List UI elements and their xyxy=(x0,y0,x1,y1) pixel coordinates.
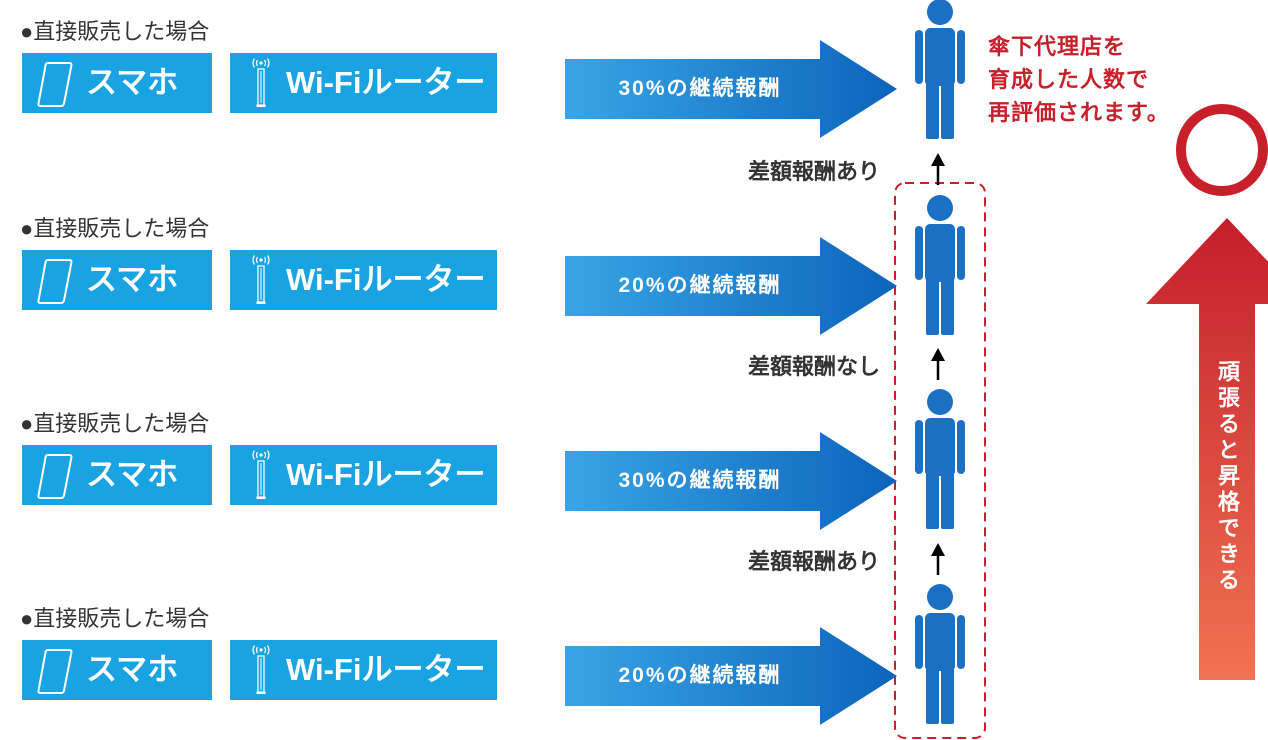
row-heading: ●直接販売した場合 xyxy=(20,606,210,631)
wifi-router-icon xyxy=(252,645,270,694)
row-heading: ●直接販売した場合 xyxy=(20,411,210,436)
up-arrow-icon xyxy=(931,348,945,380)
wifi-router-icon xyxy=(252,450,270,499)
smartphone-label: スマホ xyxy=(86,65,179,100)
person-icon xyxy=(915,389,965,529)
row-heading: ●直接販売した場合 xyxy=(20,19,210,44)
circle-mark-icon xyxy=(1176,104,1268,196)
smartphone-box: スマホ xyxy=(22,250,212,310)
wifi-router-box: Wi-Fiルーター xyxy=(230,445,497,505)
reevaluation-note: 傘下代理店を 育成した人数で 再評価されます。 xyxy=(988,30,1170,129)
wifi-router-icon xyxy=(252,255,270,304)
wifi-router-box: Wi-Fiルーター xyxy=(230,53,497,113)
person-icon xyxy=(915,195,965,335)
promotion-arrow xyxy=(1146,218,1268,680)
up-arrow-icon xyxy=(931,543,945,575)
reward-arrow xyxy=(565,432,897,530)
smartphone-box: スマホ xyxy=(22,640,212,700)
reward-label: 30%の継続報酬 xyxy=(618,469,782,492)
reward-label: 30%の継続報酬 xyxy=(618,77,782,100)
difference-label: 差額報酬あり xyxy=(747,159,880,184)
note-line: 育成した人数で xyxy=(988,67,1150,92)
smartphone-label: スマホ xyxy=(86,457,179,492)
promotion-label: 頑張ると昇格できる xyxy=(1215,360,1240,594)
smartphone-label: スマホ xyxy=(86,262,179,297)
dashed-group-outline xyxy=(894,182,986,739)
reward-arrow xyxy=(565,627,897,725)
note-line: 再評価されます。 xyxy=(988,100,1170,125)
reward-arrow xyxy=(565,237,897,335)
smartphone-label: スマホ xyxy=(86,652,179,687)
sales-row: ●直接販売した場合 スマホ Wi-Fiルーター 30%の継続報酬 xyxy=(0,11,900,151)
person-icon xyxy=(915,584,965,724)
wifi-router-icon xyxy=(252,58,270,107)
sales-row: ●直接販売した場合 スマホ Wi-Fiルーター 20%の継続報酬 xyxy=(0,208,900,348)
row-heading: ●直接販売した場合 xyxy=(20,216,210,241)
smartphone-box: スマホ xyxy=(22,53,212,113)
smartphone-icon xyxy=(37,259,73,304)
sales-row: ●直接販売した場合 スマホ Wi-Fiルーター 30%の継続報酬 xyxy=(0,403,900,543)
difference-label: 差額報酬あり xyxy=(747,549,880,574)
smartphone-icon xyxy=(37,454,73,499)
smartphone-box: スマホ xyxy=(22,445,212,505)
note-line: 傘下代理店を xyxy=(988,34,1127,59)
sales-row: ●直接販売した場合 スマホ Wi-Fiルーター 20%の継続報酬 xyxy=(0,598,900,738)
person-icon xyxy=(915,0,965,139)
reward-label: 20%の継続報酬 xyxy=(618,664,782,687)
wifi-router-box: Wi-Fiルーター xyxy=(230,640,497,700)
wifi-router-label: Wi-Fiルーター xyxy=(286,457,486,492)
reward-label: 20%の継続報酬 xyxy=(618,274,782,297)
up-arrow-icon xyxy=(931,153,945,185)
wifi-router-label: Wi-Fiルーター xyxy=(286,652,486,687)
wifi-router-box: Wi-Fiルーター xyxy=(230,250,497,310)
smartphone-icon xyxy=(37,649,73,694)
wifi-router-label: Wi-Fiルーター xyxy=(286,262,486,297)
smartphone-icon xyxy=(37,62,73,107)
difference-label: 差額報酬なし xyxy=(747,354,880,379)
reward-arrow xyxy=(565,40,897,138)
wifi-router-label: Wi-Fiルーター xyxy=(286,65,486,100)
